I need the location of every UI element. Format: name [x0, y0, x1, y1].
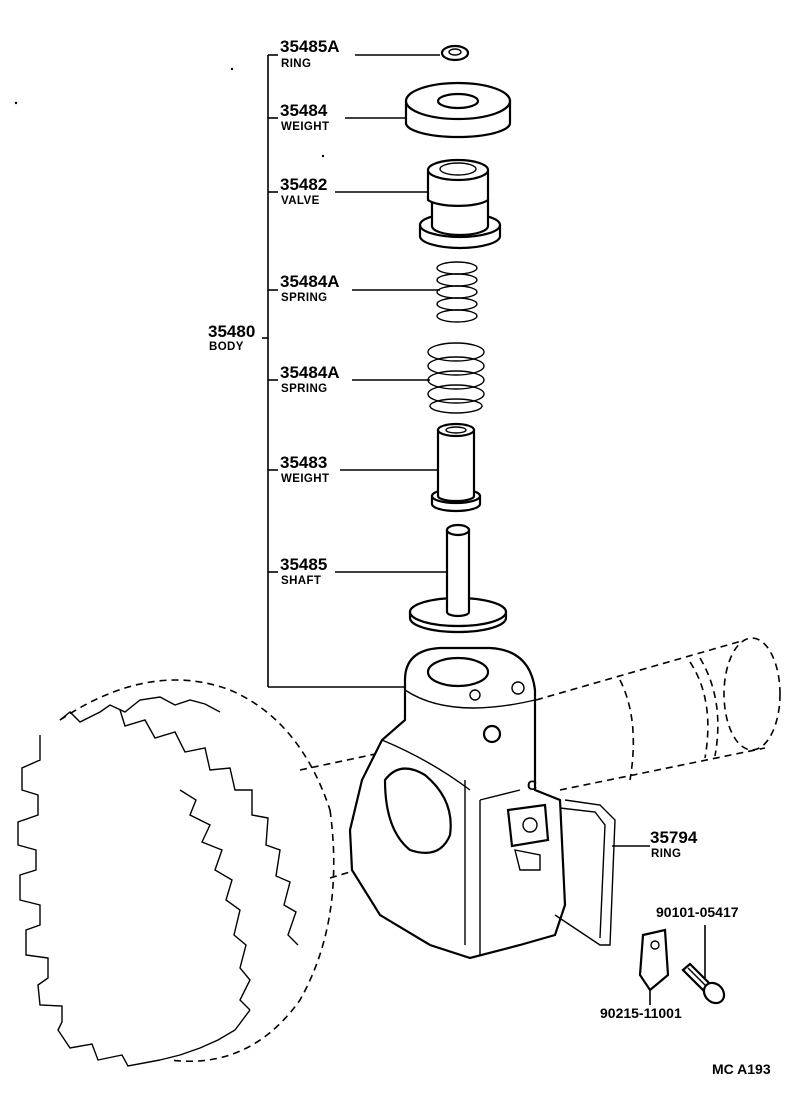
callout-shaft: 35485 SHAFT: [280, 555, 327, 587]
svg-text:35480: 35480: [208, 322, 255, 341]
svg-text:SPRING: SPRING: [281, 292, 328, 304]
svg-text:90215-11001: 90215-11001: [600, 1005, 682, 1021]
svg-text:RING: RING: [281, 58, 311, 70]
ring-clip-35794-part: [554, 799, 616, 946]
svg-text:RING: RING: [651, 848, 681, 860]
svg-text:WEIGHT: WEIGHT: [281, 121, 329, 133]
governor-body-housing: [348, 646, 567, 960]
callout-valve: 35482 VALVE: [280, 175, 327, 207]
weight-35484-part: [404, 81, 512, 139]
svg-text:WEIGHT: WEIGHT: [281, 473, 329, 485]
svg-text:35485A: 35485A: [280, 37, 340, 56]
callout-spring-1: 35484A SPRING: [280, 272, 340, 304]
callout-spring-2: 35484A SPRING: [280, 363, 340, 395]
svg-text:90101-05417: 90101-05417: [656, 904, 739, 920]
callout-ring-top: 35485A RING: [280, 37, 340, 70]
slotted-gear-drum: [17, 679, 335, 1067]
svg-text:35482: 35482: [280, 175, 327, 194]
scan-marks: [14, 67, 325, 158]
callout-weight-low: 35483 WEIGHT: [280, 453, 329, 485]
leader-lines: [335, 54, 706, 1005]
svg-text:35485: 35485: [280, 555, 327, 574]
svg-text:VALVE: VALVE: [281, 195, 320, 207]
callout-body: 35480 BODY: [208, 322, 255, 353]
plate-90215-part: [638, 928, 670, 992]
svg-text:BODY: BODY: [209, 341, 244, 353]
c-mark-label: C: [527, 777, 537, 793]
callout-bolt: 90101-05417: [656, 904, 739, 920]
callout-ring-clip: 35794 RING: [650, 828, 698, 860]
spring-small-part: [436, 261, 478, 323]
svg-text:SPRING: SPRING: [281, 383, 328, 395]
svg-text:35484: 35484: [280, 101, 328, 120]
svg-text:35484A: 35484A: [280, 363, 340, 382]
spring-large-part: [427, 342, 485, 414]
output-shaft-outline: [535, 637, 781, 791]
callout-weight-top: 35484 WEIGHT: [280, 101, 329, 133]
svg-text:35484A: 35484A: [280, 272, 340, 291]
diagram-code: MC A193: [712, 1061, 771, 1077]
ring-35485a-part: [440, 44, 470, 62]
svg-text:SHAFT: SHAFT: [281, 575, 321, 587]
svg-text:35483: 35483: [280, 453, 327, 472]
svg-text:35794: 35794: [650, 828, 698, 847]
bolt-90101-part: [681, 962, 726, 1005]
callout-plate: 90215-11001: [600, 1005, 682, 1021]
weight-35483-part: [430, 422, 482, 513]
body-bracket: [262, 54, 405, 688]
shaft-35485-part: [408, 523, 508, 634]
valve-35482-part: [418, 158, 502, 250]
